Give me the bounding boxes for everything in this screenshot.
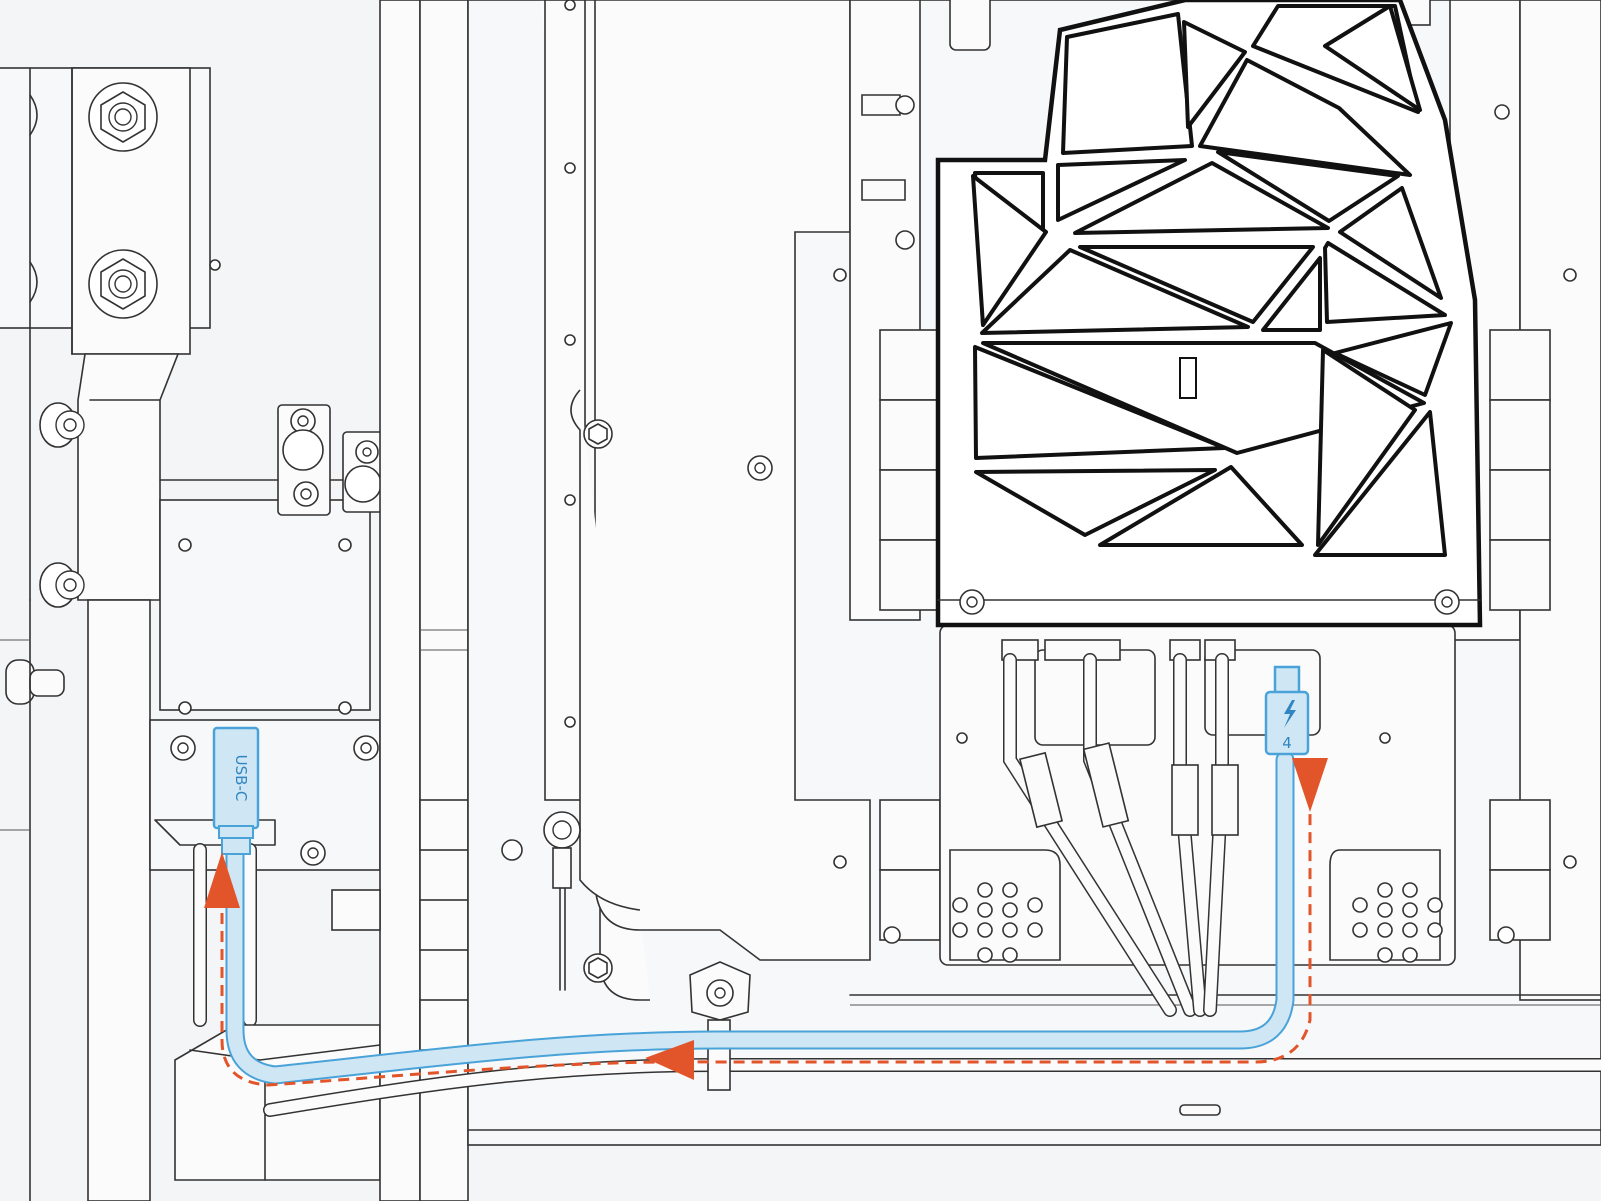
left-frame	[0, 0, 469, 1201]
triangulated-bracket	[935, 0, 1483, 628]
left-fitting-upper	[39, 402, 85, 448]
terminal-nut-upper	[88, 82, 158, 152]
route-arrow-down	[1292, 758, 1328, 812]
standoff-strip	[544, 0, 586, 801]
usbc-connector-label: USB-C	[232, 755, 250, 802]
usbc-connector-left: USB-C	[212, 726, 260, 855]
rail-slots-right	[1489, 329, 1551, 941]
rail-left	[379, 0, 421, 1201]
terminal-nut-lower	[88, 249, 158, 319]
vent-holes-right	[1352, 882, 1443, 963]
vent-holes-left	[952, 882, 1043, 963]
left-fitting-lower	[39, 562, 85, 608]
board-cables	[263, 639, 1601, 1117]
hex-nut-mid	[583, 419, 613, 449]
route-arrow-left	[645, 1040, 694, 1080]
thunderbolt-icon	[1284, 700, 1296, 728]
ground-lug	[501, 811, 581, 991]
route-arrow-up	[204, 852, 240, 908]
highlighted-cable: USB-C 4	[212, 665, 1310, 1085]
vertical-bus-bar	[87, 599, 151, 1201]
thunderbolt-connector-right: 4	[1264, 665, 1310, 756]
left-knob	[5, 659, 65, 705]
hex-nut-low	[583, 953, 613, 983]
mid-bracket	[159, 499, 371, 711]
standoff-group	[277, 404, 384, 516]
route-guide	[204, 758, 1328, 1087]
thunderbolt-port-number: 4	[1282, 734, 1292, 752]
